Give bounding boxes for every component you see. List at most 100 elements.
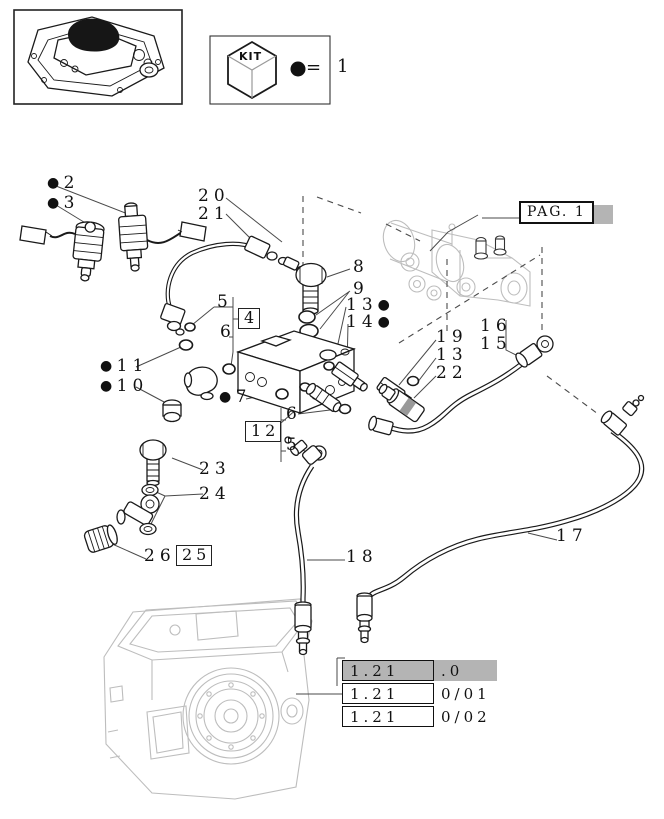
callout-number: 6 <box>286 404 302 424</box>
callout-number: 10 <box>116 376 149 396</box>
callout-number: 13 <box>436 345 468 365</box>
callout-number: 7 <box>235 387 252 407</box>
fittings-left-cluster <box>162 322 289 423</box>
callout-number: 24 <box>199 484 231 504</box>
callout-4: 4 <box>238 308 261 329</box>
callout-number: 22 <box>436 363 468 383</box>
callout-15: 15 <box>480 336 512 353</box>
callout-number: 20 <box>198 186 230 206</box>
callout-number: 3 <box>63 193 80 213</box>
callout-17: 17 <box>556 528 588 545</box>
callout-16: 16 <box>480 318 512 335</box>
knurled-plug-26 <box>83 524 118 553</box>
callout-12: 12 <box>245 421 282 442</box>
callout-2: ● 2 <box>47 175 80 192</box>
kit-dot-icon: ● <box>219 389 236 405</box>
callout-8: 8 <box>353 259 369 276</box>
callout-number: 6 <box>220 322 236 342</box>
ghost-transmission-housing <box>103 598 313 800</box>
assembly-thumbnail <box>13 9 183 105</box>
kit-equals-sign: = <box>306 57 322 78</box>
callout-number: 26 <box>144 546 176 566</box>
hose-16-15 <box>368 335 554 436</box>
section-nav-table: 1.21 .0 1.21 0/01 1.21 0/02 <box>342 660 497 729</box>
callout-number: 21 <box>198 204 230 224</box>
callout-5: 5 <box>217 294 233 311</box>
kit-cube-label: KIT <box>239 50 263 63</box>
dashed-alignment-lines <box>302 196 599 415</box>
callout-number: 8 <box>353 257 369 277</box>
callout-6: 6 <box>220 324 236 341</box>
nav-code: 1.21 <box>342 660 434 681</box>
pressure-switch-22 <box>378 383 425 423</box>
callout-10: ● 10 <box>100 378 148 395</box>
page-reference-tag[interactable]: PAG. 1 <box>519 201 619 228</box>
callout-number: 9 <box>353 279 369 299</box>
kit-dot-icon: ● <box>47 195 64 211</box>
nav-row-current[interactable]: 1.21 .0 <box>342 660 497 681</box>
callout-25: 25 <box>176 545 213 566</box>
hose-17 <box>356 394 645 644</box>
callout-21: 21 <box>198 206 230 223</box>
ghost-valve-caps <box>473 235 507 260</box>
callout-14-kit: 14● <box>346 314 390 331</box>
callout-number: 18 <box>346 547 378 567</box>
kit-quantity: 1 <box>337 56 349 77</box>
callout-13-kit: 13● <box>346 297 390 314</box>
banjo-bolt-23 <box>139 439 167 487</box>
page-tag-label: PAG. 1 <box>519 201 594 224</box>
callout-number: 5 <box>286 435 302 455</box>
callout-26: 26 <box>144 548 176 565</box>
solenoid-valve-3 <box>19 221 105 282</box>
callout-number: 16 <box>480 316 512 336</box>
callout-18: 18 <box>346 549 378 566</box>
nav-suffix: 0/02 <box>441 707 491 726</box>
callout-20: 20 <box>198 188 230 205</box>
callout-number: 4 <box>244 308 259 327</box>
sensor-14 <box>331 361 368 392</box>
callout-3: ● 3 <box>47 195 80 212</box>
housing-bolt-holes <box>197 682 265 750</box>
banjo-fitting-24 <box>116 483 160 536</box>
kit-dot-icon: ● <box>377 314 390 330</box>
callout-23: 23 <box>199 461 231 478</box>
nav-row[interactable]: 1.21 0/01 <box>342 683 497 704</box>
callout-number: 14 <box>346 312 378 332</box>
callout-13: 13 <box>436 347 468 364</box>
kit-dot-icon: ● <box>47 175 64 191</box>
callout-22: 22 <box>436 365 468 382</box>
callout-number: 23 <box>199 459 231 479</box>
nav-suffix: .0 <box>441 661 464 680</box>
kit-dot-icon: ● <box>100 358 117 374</box>
kit-legend-box <box>209 35 331 105</box>
callout-number: 15 <box>480 334 512 354</box>
callout-7: ● 7 <box>219 389 252 406</box>
hose-18 <box>284 436 327 656</box>
callout-24: 24 <box>199 486 231 503</box>
callout-5b: 5 <box>286 437 302 454</box>
callout-number: 5 <box>217 292 233 312</box>
callout-19: 19 <box>436 329 468 346</box>
nav-code: 1.21 <box>342 683 434 704</box>
kit-dot-icon <box>290 61 306 77</box>
callout-number: 11 <box>116 356 149 376</box>
callout-number: 19 <box>436 327 468 347</box>
nav-suffix: 0/01 <box>441 684 491 703</box>
plug-bolt-8 <box>295 262 327 315</box>
nav-row[interactable]: 1.21 0/02 <box>342 706 497 727</box>
nav-code: 1.21 <box>342 706 434 727</box>
callout-number: 13 <box>346 295 378 315</box>
callout-number: 2 <box>63 173 80 193</box>
callout-9: 9 <box>353 281 369 298</box>
solenoid-valve-2 <box>118 202 207 272</box>
kit-dot-icon: ● <box>377 297 390 313</box>
callout-number: 12 <box>251 421 280 440</box>
fittings-center-cluster <box>299 361 425 423</box>
kit-dot-icon: ● <box>100 378 117 394</box>
callout-number: 17 <box>556 526 588 546</box>
callout-number: 25 <box>182 545 211 564</box>
callout-11: ● 11 <box>100 358 148 375</box>
ghost-valve-assembly <box>382 219 531 307</box>
